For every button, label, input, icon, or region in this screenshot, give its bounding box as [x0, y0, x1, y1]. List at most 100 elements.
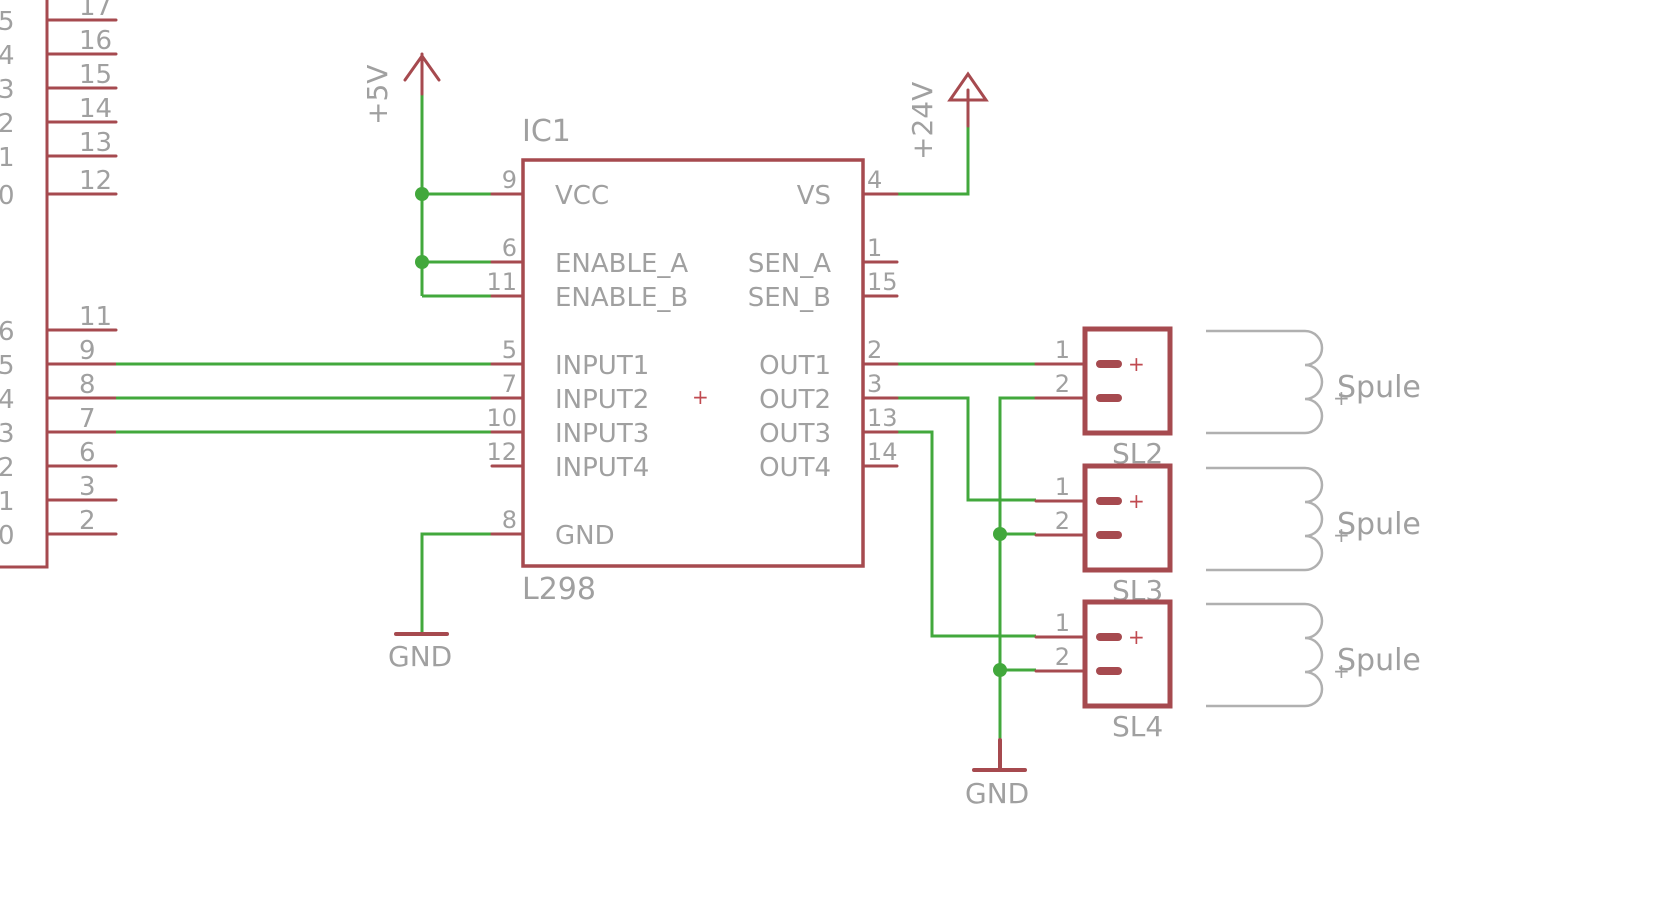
ic-pin-name: OUT4 — [759, 453, 831, 483]
ground-icon — [972, 738, 1027, 772]
header-pin-number: 13 — [79, 128, 112, 158]
wire-out3 — [897, 430, 1036, 638]
coil-label: Spule — [1337, 643, 1421, 678]
connector-pin-number: 2 — [1055, 507, 1070, 535]
ground-right: GND — [965, 738, 1029, 810]
header-edge-digit: 3 — [0, 75, 15, 105]
header-edge-digit: 1 — [0, 143, 15, 173]
ic-pin-name: INPUT1 — [555, 351, 649, 381]
header-pin-number: 11 — [79, 302, 112, 332]
ic-pin-number: 8 — [502, 506, 517, 534]
junction-dot — [993, 663, 1007, 677]
ic-pin-number: 6 — [502, 234, 517, 262]
ic-pin-number: 15 — [867, 268, 898, 296]
ic-pin-name: INPUT3 — [555, 419, 649, 449]
coil-winding-icon — [1206, 466, 1324, 572]
header-pin-number: 7 — [79, 404, 96, 434]
ic-pin-name: VS — [797, 181, 831, 211]
header-edge-digit: 5 — [0, 351, 15, 381]
open-triangle-icon — [947, 71, 989, 128]
ground-right-label: GND — [965, 777, 1029, 810]
ic-pin-name: ENABLE_A — [555, 249, 688, 279]
ic-pin-number: 4 — [867, 166, 882, 194]
header-pin-number: 6 — [79, 438, 96, 468]
connector-plus-mark: + — [1128, 352, 1145, 376]
ic-origin-mark: + — [692, 385, 709, 409]
ic-pin-name: VCC — [555, 181, 609, 211]
connector-body — [1082, 326, 1173, 436]
junction-dot — [993, 527, 1007, 541]
ground-left: GND — [388, 632, 452, 673]
coil-winding-icon — [1206, 329, 1324, 435]
arrow-up-icon — [403, 52, 441, 96]
header-pin-number: 12 — [79, 166, 112, 196]
ic-pin-number: 10 — [486, 404, 517, 432]
header-pin-number: 2 — [79, 506, 96, 536]
ic-pin-number: 11 — [486, 268, 517, 296]
header-edge-digit: 2 — [0, 453, 15, 483]
ic-name: IC1 — [522, 114, 571, 149]
supply-24v-label: +24V — [906, 82, 939, 160]
connector-pin-number: 1 — [1055, 473, 1070, 501]
ic-pin-name: SEN_A — [748, 249, 831, 279]
coil-origin-mark: + — [1333, 659, 1350, 683]
header-edge-digit: 3 — [0, 419, 15, 449]
wire-return-trunk — [998, 396, 1036, 740]
connector-body — [1082, 599, 1173, 709]
coil-label: Spule — [1337, 507, 1421, 542]
header-pin-number: 17 — [79, 0, 112, 22]
header-body — [0, 0, 49, 569]
junction-dot — [415, 255, 429, 269]
ic-pin-number: 13 — [867, 404, 898, 432]
header-edge-digit: 2 — [0, 109, 15, 139]
ic-pin-name: OUT1 — [759, 351, 831, 381]
ic-pin-name: SEN_B — [748, 283, 831, 313]
header-edge-digit: 0 — [0, 521, 15, 551]
header-pin-number: 9 — [79, 336, 96, 366]
header-pin-number: 3 — [79, 472, 96, 502]
junctions — [415, 187, 1007, 677]
header-edge-digit: 4 — [0, 385, 15, 415]
ic-pin-name: INPUT2 — [555, 385, 649, 415]
connector-name: SL4 — [1112, 710, 1163, 743]
ground-left-label: GND — [388, 640, 452, 673]
ic-pin-number: 5 — [502, 336, 517, 364]
junction-dot — [415, 187, 429, 201]
supply-24v: +24V — [906, 71, 989, 160]
header-edge-digit: 6 — [0, 317, 15, 347]
ic-pin-number: 9 — [502, 166, 517, 194]
connector-pin-number: 2 — [1055, 370, 1070, 398]
header-edge-digit: 1 — [0, 487, 15, 517]
supply-5v-label: +5V — [361, 65, 394, 125]
ic-pin-name: INPUT4 — [555, 453, 649, 483]
connector-pin-number: 1 — [1055, 336, 1070, 364]
connector-plus-mark: + — [1128, 625, 1145, 649]
ic-pin-number: 1 — [867, 234, 882, 262]
coil-label: Spule — [1337, 370, 1421, 405]
connector-pin-number: 2 — [1055, 643, 1070, 671]
ic-pin-number: 2 — [867, 336, 882, 364]
connector-plus-mark: + — [1128, 489, 1145, 513]
ic-pin-name: GND — [555, 521, 615, 551]
coil-origin-mark: + — [1333, 523, 1350, 547]
header-pin-number: 16 — [79, 26, 112, 56]
coil-origin-mark: + — [1333, 386, 1350, 410]
ic-pin-number: 14 — [867, 438, 898, 466]
ic-l298: IC1 L298 + 9VCC6ENABLE_A11ENABLE_B5INPUT… — [486, 114, 899, 607]
header-pin-number: 15 — [79, 60, 112, 90]
wires — [116, 94, 1036, 740]
ic-value: L298 — [522, 572, 596, 607]
supply-5v: +5V — [361, 52, 441, 125]
header-edge-digit: 0 — [0, 181, 15, 211]
ic-pin-number: 7 — [502, 370, 517, 398]
header-edge-digit: 5 — [0, 7, 15, 37]
coil-winding-icon — [1206, 602, 1324, 708]
header-pin-number: 8 — [79, 370, 96, 400]
header-edge-digit: 4 — [0, 41, 15, 71]
wire-24v — [897, 126, 970, 196]
wire-gnd-left — [420, 532, 492, 634]
